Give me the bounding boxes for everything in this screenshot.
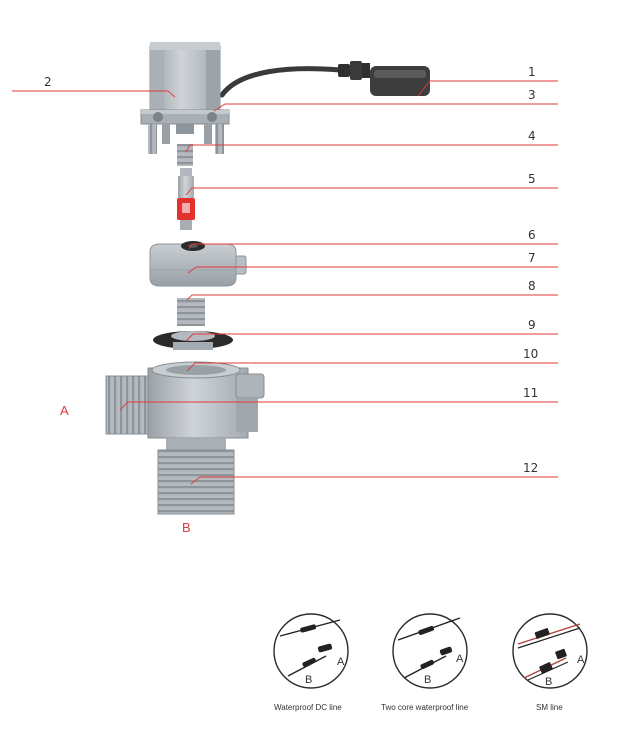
screw-icon [153,112,163,122]
cable-b-label: B [545,676,552,688]
leader-line-1 [417,80,558,97]
diaphragm [153,331,233,350]
leader-line-3 [213,103,558,112]
cable-caption-two-core: Two core waterproof line [381,703,469,712]
callout-12: 12 [523,461,538,475]
leader-line-5 [185,187,558,196]
callout-7: 7 [528,251,536,265]
cable-caption-sm: SM line [536,703,563,712]
leader-line-4 [185,144,558,153]
leader-line-6 [188,243,558,250]
leader-line-7 [187,266,558,274]
diaphragm-spring [177,298,205,326]
leader-line-8 [186,294,558,301]
cable-caption-waterproof-dc: Waterproof DC line [274,703,342,712]
port-label-b: B [182,520,191,535]
leader-lines [12,80,558,485]
leader-line-11 [119,401,558,411]
callout-8: 8 [528,279,536,293]
cable-inset-waterproof-dc: A B Waterproof DC line [273,613,349,712]
leader-line-10 [186,362,558,372]
leader-line-12 [190,476,558,485]
cable-a-label: A [456,653,464,665]
valve-body [105,361,265,515]
callout-4: 4 [528,129,536,143]
callout-1: 1 [528,65,536,79]
screw-icon [207,112,217,122]
leader-line-9 [185,333,558,342]
plunger-spring [177,144,193,166]
cable-inset-sm: A B SM line [512,613,588,712]
cable-a-label: A [337,656,345,668]
cable-b-label: B [424,674,431,686]
leader-line-2 [12,90,176,98]
cable-inset-two-core: A B Two core waterproof line [381,613,469,712]
coil-assembly [140,42,430,154]
plunger [177,168,195,230]
callout-2: 2 [44,75,52,89]
callout-10: 10 [523,347,538,361]
callout-3: 3 [528,88,536,102]
port-label-a: A [60,403,69,418]
callout-6: 6 [528,228,536,242]
bonnet [149,241,247,287]
callout-5: 5 [528,172,536,186]
coil-cable [219,66,343,98]
callout-numbers: 1 2 3 4 5 6 7 8 9 10 11 12 [44,65,538,475]
callout-11: 11 [523,386,538,400]
cable-b-label: B [305,674,312,686]
cable-a-label: A [577,654,585,666]
callout-9: 9 [528,318,536,332]
dc-connector [338,61,430,96]
